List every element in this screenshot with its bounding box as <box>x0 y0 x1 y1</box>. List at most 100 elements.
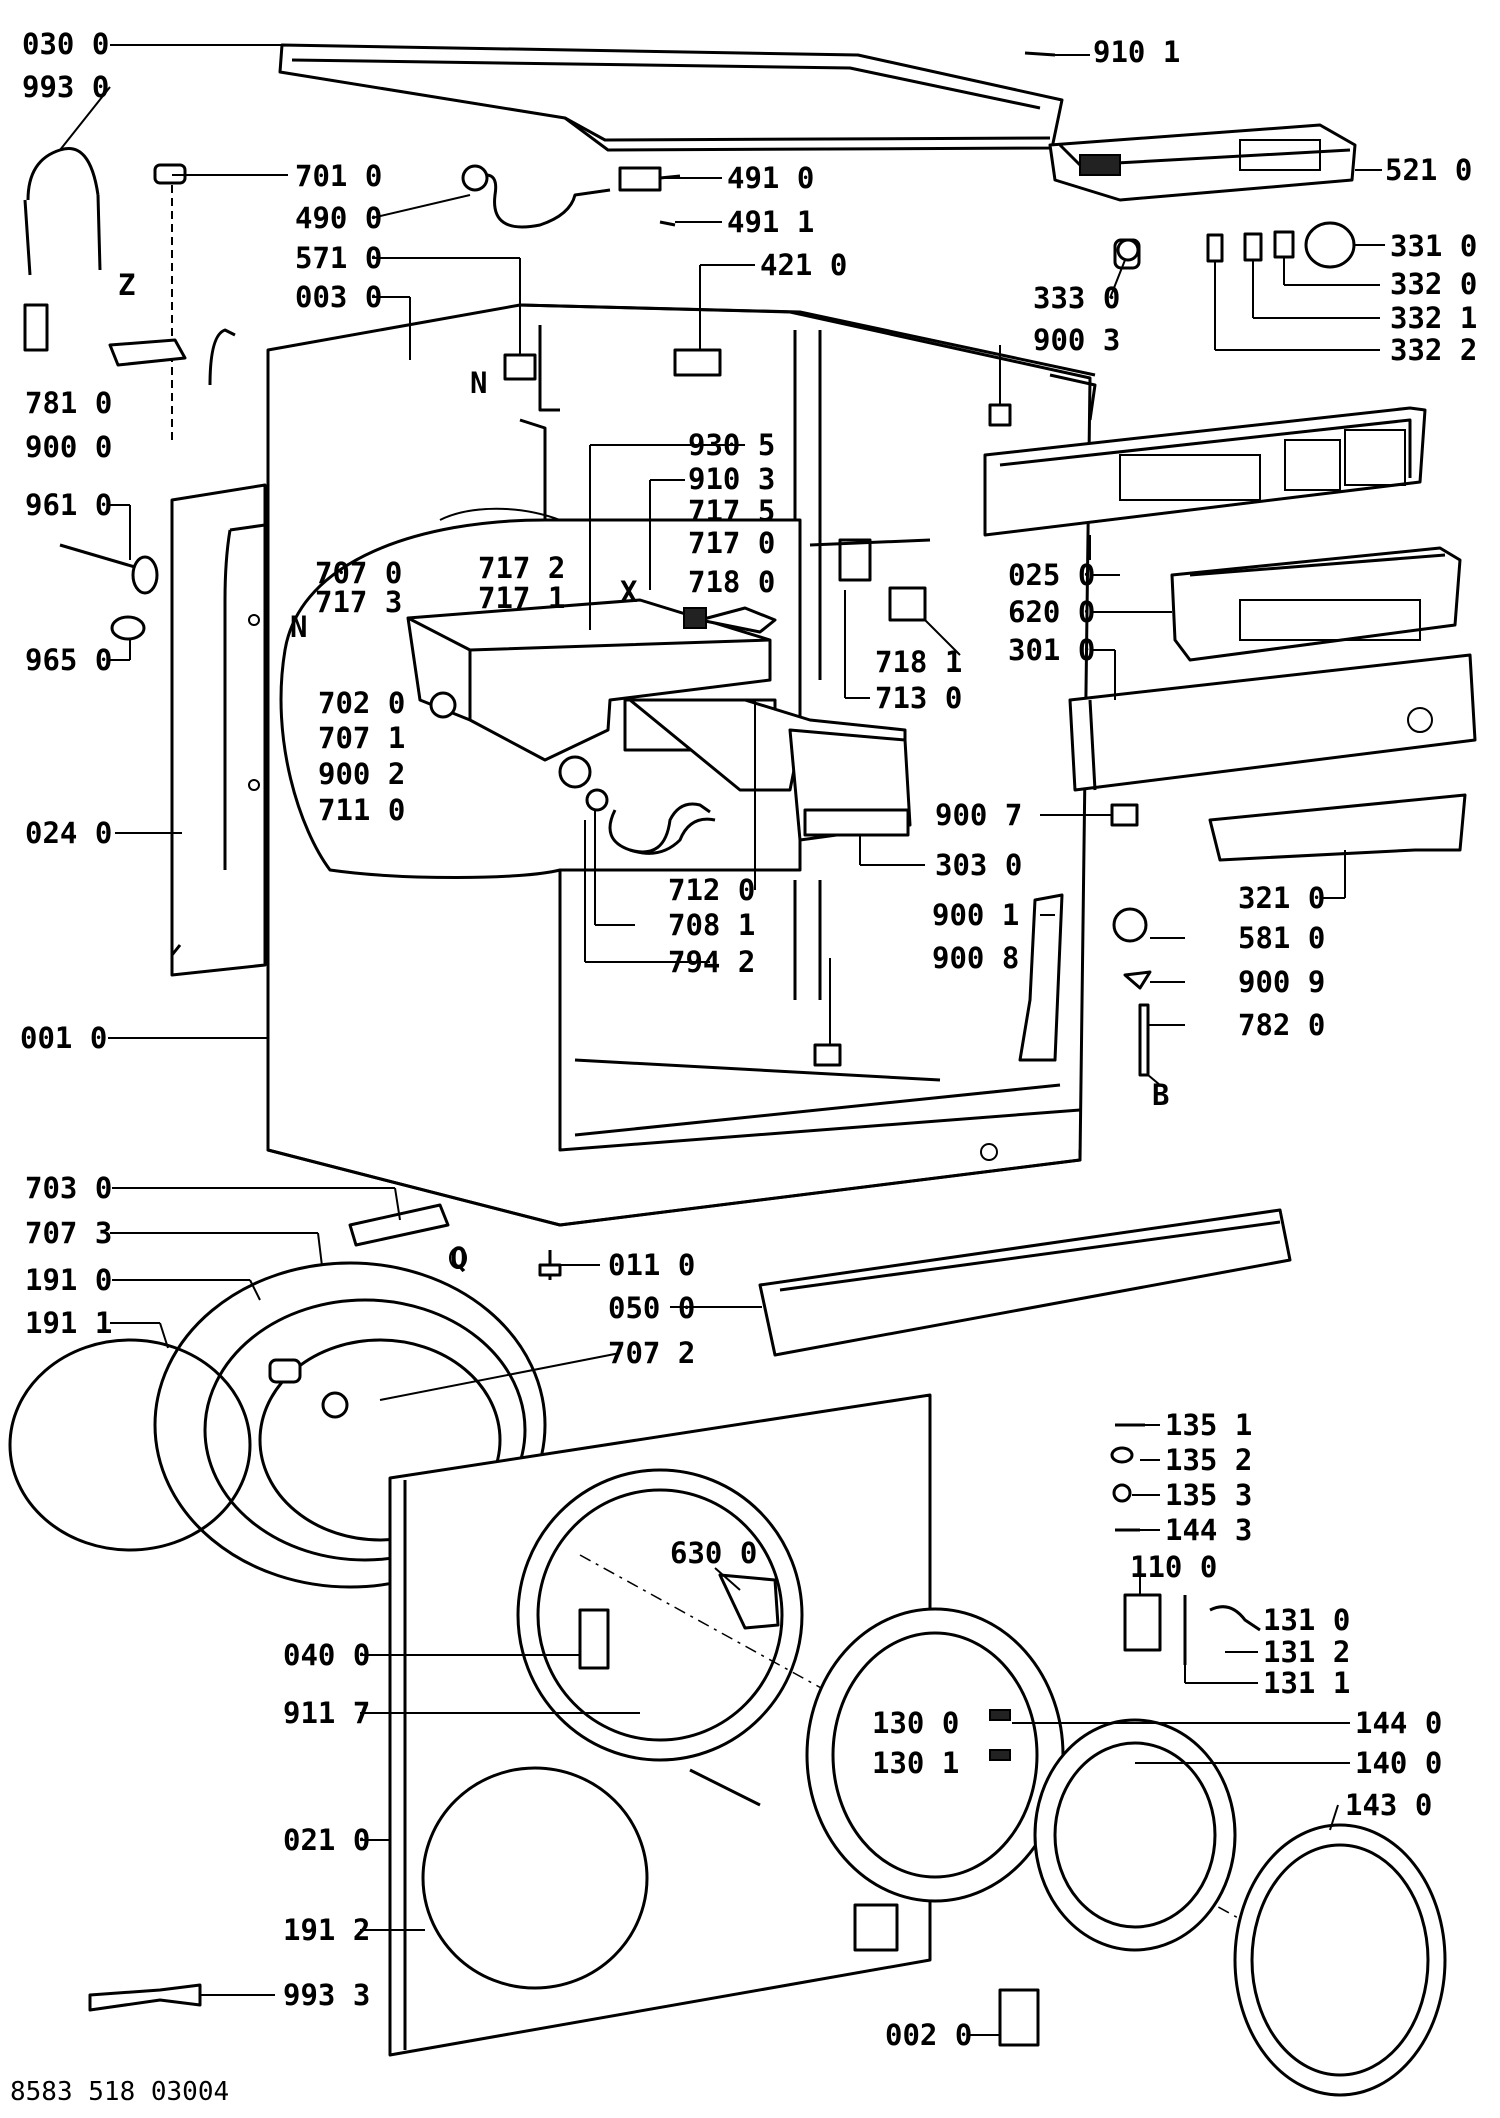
leader-lines <box>59 44 1385 2036</box>
label-303-0: 303 0 <box>935 848 1022 882</box>
label-707-2: 707 2 <box>608 1336 695 1370</box>
label-003-0: 003 0 <box>295 280 382 314</box>
label-191-1: 191 1 <box>25 1306 112 1340</box>
label-140-0: 140 0 <box>1355 1746 1442 1780</box>
label-717-3: 717 3 <box>315 585 402 619</box>
part-labels: 030 0 993 0 701 0 490 0 571 0 003 0 Z 78… <box>20 27 1477 2052</box>
label-900-9: 900 9 <box>1238 965 1325 999</box>
label-421-0: 421 0 <box>760 248 847 282</box>
label-040-0: 040 0 <box>283 1638 370 1672</box>
label-135-1: 135 1 <box>1165 1408 1252 1442</box>
label-717-1: 717 1 <box>478 581 565 615</box>
label-130-0: 130 0 <box>872 1706 959 1740</box>
label-332-0: 332 0 <box>1390 267 1477 301</box>
label-712-0: 712 0 <box>668 873 755 907</box>
label-961-0: 961 0 <box>25 488 112 522</box>
label-900-8: 900 8 <box>932 941 1019 975</box>
label-144-3: 144 3 <box>1165 1513 1252 1547</box>
label-571-0: 571 0 <box>295 241 382 275</box>
front-panel <box>388 1393 1261 2057</box>
side-panel <box>170 483 267 977</box>
label-Q: Q <box>450 1241 467 1275</box>
door-glass <box>1033 1718 1237 1952</box>
label-N-left: N <box>290 610 307 644</box>
hinge-parts <box>1110 1423 1261 1665</box>
label-002-0: 002 0 <box>885 2018 972 2052</box>
label-491-1: 491 1 <box>727 205 814 239</box>
label-713-0: 713 0 <box>875 681 962 715</box>
label-930-5: 930 5 <box>688 428 775 462</box>
label-491-0: 491 0 <box>727 161 814 195</box>
label-707-0: 707 0 <box>315 556 402 590</box>
label-900-0: 900 0 <box>25 430 112 464</box>
label-191-2: 191 2 <box>283 1913 370 1947</box>
part-drawings <box>8 43 1477 2097</box>
kickplate <box>758 1208 1292 1357</box>
label-707-3: 707 3 <box>25 1216 112 1250</box>
label-144-0: 144 0 <box>1355 1706 1442 1740</box>
label-030-0: 030 0 <box>22 27 109 61</box>
label-717-0: 717 0 <box>688 526 775 560</box>
label-332-1: 332 1 <box>1390 301 1477 335</box>
label-581-0: 581 0 <box>1238 921 1325 955</box>
label-630-0: 630 0 <box>670 1536 757 1570</box>
label-900-2: 900 2 <box>318 757 405 791</box>
label-001-0: 001 0 <box>20 1021 107 1055</box>
label-717-5: 717 5 <box>688 494 775 528</box>
label-718-0: 718 0 <box>688 565 775 599</box>
small-parts <box>23 51 1152 1291</box>
door-outer <box>1233 1823 1447 2097</box>
label-N-top: N <box>470 366 487 400</box>
label-011-0: 011 0 <box>608 1248 695 1282</box>
label-191-0: 191 0 <box>25 1263 112 1297</box>
label-993-0: 993 0 <box>22 70 109 104</box>
label-131-1: 131 1 <box>1263 1666 1350 1700</box>
label-781-0: 781 0 <box>25 386 112 420</box>
label-708-1: 708 1 <box>668 908 755 942</box>
accessories <box>88 1983 1040 2047</box>
label-143-0: 143 0 <box>1345 1788 1432 1822</box>
label-717-2: 717 2 <box>478 551 565 585</box>
label-965-0: 965 0 <box>25 643 112 677</box>
label-718-1: 718 1 <box>875 645 962 679</box>
label-131-0: 131 0 <box>1263 1603 1350 1637</box>
label-021-0: 021 0 <box>283 1823 370 1857</box>
label-135-3: 135 3 <box>1165 1478 1252 1512</box>
label-703-0: 703 0 <box>25 1171 112 1205</box>
document-number: 8583 518 03004 <box>10 2077 229 2107</box>
label-910-1: 910 1 <box>1093 35 1180 69</box>
label-332-2: 332 2 <box>1390 333 1477 367</box>
label-782-0: 782 0 <box>1238 1008 1325 1042</box>
label-110-0: 110 0 <box>1130 1550 1217 1584</box>
detergent-dispenser <box>406 598 912 855</box>
label-702-0: 702 0 <box>318 686 405 720</box>
label-490-0: 490 0 <box>295 201 382 235</box>
pcb <box>1048 123 1357 202</box>
door-frame <box>805 1607 1065 1903</box>
label-B: B <box>1152 1078 1169 1112</box>
label-521-0: 521 0 <box>1385 153 1472 187</box>
label-707-1: 707 1 <box>318 721 405 755</box>
label-993-3: 993 3 <box>283 1978 370 2012</box>
label-331-0: 331 0 <box>1390 229 1477 263</box>
top-cover <box>278 43 1064 152</box>
label-321-0: 321 0 <box>1238 881 1325 915</box>
label-911-7: 911 7 <box>283 1696 370 1730</box>
label-025-0: 025 0 <box>1008 558 1095 592</box>
label-620-0: 620 0 <box>1008 595 1095 629</box>
label-900-7: 900 7 <box>935 798 1022 832</box>
label-024-0: 024 0 <box>25 816 112 850</box>
label-900-1: 900 1 <box>932 898 1019 932</box>
label-333-0: 333 0 <box>1033 281 1120 315</box>
label-050-0: 050 0 <box>608 1291 695 1325</box>
label-130-1: 130 1 <box>872 1746 959 1780</box>
label-701-0: 701 0 <box>295 159 382 193</box>
label-Z: Z <box>118 268 135 302</box>
label-135-2: 135 2 <box>1165 1443 1252 1477</box>
label-900-3: 900 3 <box>1033 323 1120 357</box>
label-X: X <box>620 575 638 609</box>
control-panels <box>983 406 1477 862</box>
knob-and-buttons <box>1113 221 1356 270</box>
label-131-2: 131 2 <box>1263 1635 1350 1669</box>
